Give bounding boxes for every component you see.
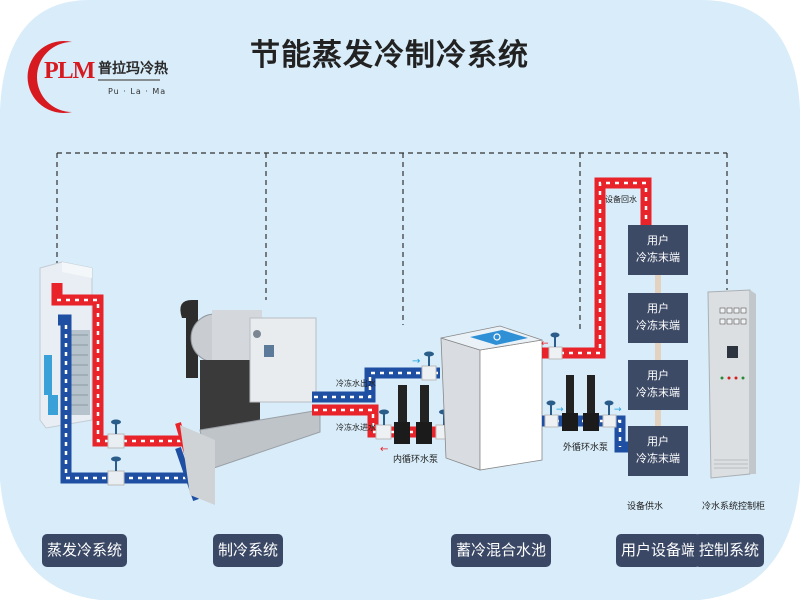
logo-company-name: 普拉玛冷热	[98, 61, 168, 77]
user-terminal-line1: 用户	[647, 435, 669, 448]
hot-pipe-tower	[51, 283, 190, 447]
category-user-equipment: 用户设备端	[616, 534, 702, 567]
equipment-supply-water-label: 设备供水	[627, 502, 664, 512]
inner-circulation-pump-label: 内循环水泵	[393, 455, 439, 465]
equipment-supply-pipe	[542, 415, 630, 453]
logo-company-pinyin: Pu · La · Ma	[108, 87, 167, 96]
user-terminal-box: 用户 冷冻末端	[628, 293, 688, 343]
svg-text:←: ←	[541, 339, 549, 349]
page-title: 节能蒸发冷制冷系统	[250, 38, 529, 73]
control-cabinet-label: 冷水系统控制柜	[702, 502, 766, 512]
svg-text:→: →	[556, 405, 564, 415]
user-terminal-line2: 冷冻末端	[636, 386, 680, 399]
user-terminal-line1: 用户	[647, 369, 669, 382]
user-terminal-box: 用户 冷冻末端	[628, 426, 688, 476]
user-terminal-connector	[655, 270, 661, 430]
category-storage-tank: 蓄冷混合水池	[451, 534, 552, 567]
category-control-system: 控制系统	[694, 534, 765, 567]
user-terminal-line1: 用户	[647, 234, 669, 247]
category-evaporative-cooling: 蒸发冷系统	[42, 534, 128, 567]
category-refrigeration: 制冷系统	[213, 534, 284, 567]
cold-storage-mixing-tank	[440, 325, 543, 471]
chilled-water-out-label: 冷冻水出水	[336, 379, 376, 388]
control-cabinet	[707, 289, 756, 479]
outer-circulation-pumps: ← → →	[541, 332, 622, 431]
control-signal-lines	[56, 152, 728, 330]
user-terminal-box: 用户 冷冻末端	[628, 225, 688, 275]
svg-text:←: ←	[380, 444, 388, 455]
svg-text:→: →	[412, 356, 420, 367]
user-terminal-line1: 用户	[647, 302, 669, 315]
logo-crescent-icon	[27, 41, 72, 113]
chilled-water-in-label: 冷冻水进水	[336, 423, 376, 432]
user-terminal-line2: 冷冻末端	[636, 251, 680, 264]
logo-mark: PLM	[44, 58, 95, 84]
equipment-return-water-label: 设备回水	[605, 195, 637, 204]
user-terminal-line2: 冷冻末端	[636, 319, 680, 332]
svg-text:→: →	[614, 405, 622, 415]
valve-icon	[107, 419, 125, 486]
user-terminal-box: 用户 冷冻末端	[628, 360, 688, 410]
outer-circulation-pump-label: 外循环水泵	[563, 443, 609, 453]
screw-chiller-unit	[180, 300, 321, 505]
user-terminal-line2: 冷冻末端	[636, 452, 680, 465]
